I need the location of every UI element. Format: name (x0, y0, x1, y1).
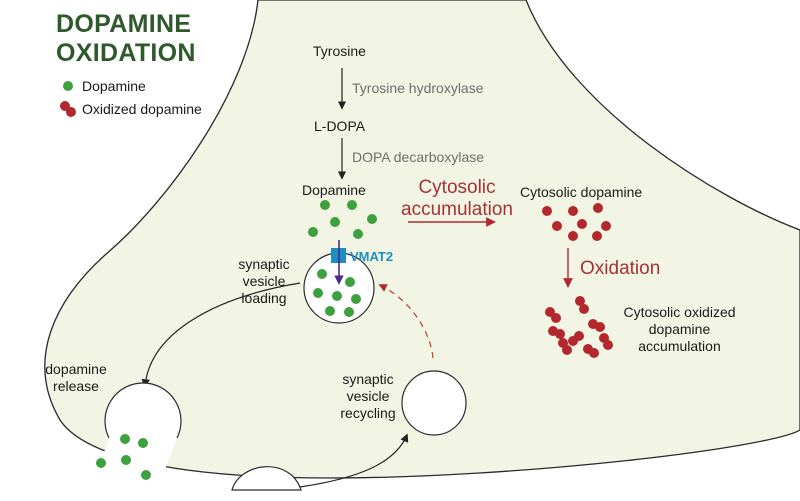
legend-dopamine-marker (63, 81, 73, 91)
arrow-fusion-to-recycling (299, 433, 409, 488)
cytosolic-accumulation-label: Cytosolic accumulation (392, 177, 522, 221)
vesicle-loading-label: synaptic vesicle loading (232, 256, 296, 306)
tyrosine-label: Tyrosine (313, 43, 366, 59)
vesicle-recycling-line-3: recycling (340, 404, 396, 421)
cytosolic-dopamine-label: Cytosolic dopamine (520, 184, 643, 200)
vesicle-loading-line-3: loading (241, 289, 287, 306)
legend-oxidized-marker-b (66, 107, 76, 117)
vesicle-loading-line-1: synaptic (238, 256, 290, 272)
vesicle-loading-line-2: vesicle (242, 272, 286, 289)
legend-oxidized-label: Oxidized dopamine (82, 101, 202, 117)
oxidation-label: Oxidation (580, 258, 661, 279)
presynaptic-terminal (44, 0, 800, 479)
cytosolic-dopamine-red-dots (542, 203, 611, 241)
releasing-vesicle (104, 382, 182, 439)
cytosolic-accumulation-line-2: accumulation (401, 199, 513, 220)
title-line-2: OXIDATION (56, 39, 196, 67)
diagram-title: DOPAMINE OXIDATION (56, 10, 196, 68)
oxidized-accumulation-line-1: Cytosolic oxidized (623, 304, 736, 320)
release-opening (96, 438, 177, 476)
released-dopamine-dots (96, 434, 151, 480)
legend-dopamine-label: Dopamine (82, 78, 146, 94)
dopamine-release-label: dopamine release (40, 361, 112, 395)
oxidized-accumulation-line-2: dopamine (648, 320, 711, 337)
cytosolic-dopamine-dots (308, 200, 377, 239)
cytosolic-accumulation-line-1: Cytosolic (418, 177, 496, 198)
vesicle-recycling-label: synaptic vesicle recycling (330, 371, 406, 421)
arrow-recycling-to-loading (378, 284, 434, 359)
recycling-vesicle (401, 370, 467, 436)
oxidized-accumulation-line-3: accumulation (638, 337, 721, 354)
title-line-1: DOPAMINE (56, 10, 192, 38)
vesicle-dopamine-dots (313, 269, 361, 317)
vmat2-label: VMAT2 (350, 249, 394, 264)
ldopa-label: L-DOPA (314, 118, 366, 134)
oxidized-accumulation-label: Cytosolic oxidized dopamine accumulation (612, 304, 747, 354)
dopamine-release-line-2: release (53, 377, 99, 394)
tyrosine-hydroxylase-label: Tyrosine hydroxylase (352, 80, 484, 96)
fusing-vesicle (231, 466, 302, 491)
vesicle-recycling-line-2: vesicle (346, 387, 390, 404)
arrow-loading-to-release (141, 282, 301, 388)
oxidized-dopamine-clusters (545, 296, 613, 358)
dopamine-label: Dopamine (302, 182, 366, 198)
dopa-decarboxylase-label: DOPA decarboxylase (352, 149, 485, 165)
dopamine-release-line-1: dopamine (45, 361, 107, 377)
vesicle-recycling-line-1: synaptic (342, 371, 394, 387)
